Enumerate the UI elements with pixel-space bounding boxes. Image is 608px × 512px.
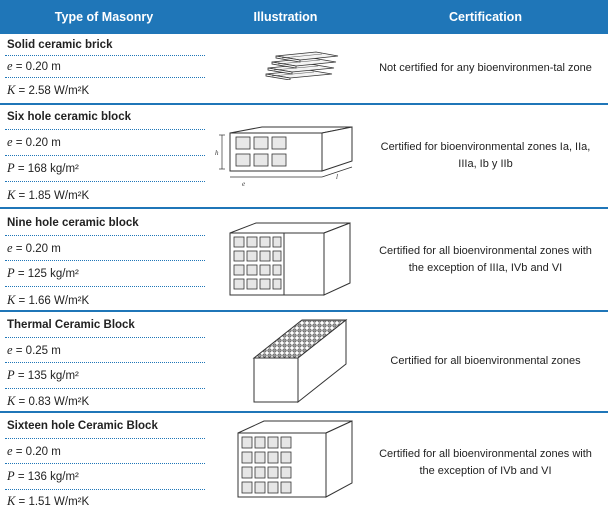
density-value: P = 135 kg/m² bbox=[7, 368, 79, 382]
dotted-divider bbox=[5, 77, 205, 78]
dotted-divider bbox=[5, 463, 205, 464]
thickness-value: e = 0.25 m bbox=[7, 343, 61, 357]
dotted-divider bbox=[5, 129, 205, 130]
masonry-name: Thermal Ceramic Block bbox=[7, 319, 135, 331]
dotted-divider bbox=[5, 388, 205, 389]
transmittance-value: K = 1.66 W/m²K bbox=[7, 293, 90, 307]
thickness-value: e = 0.20 m bbox=[7, 59, 61, 73]
thermal-block-icon bbox=[252, 318, 348, 404]
certification-text: Certified for all bioenvironmental zones… bbox=[379, 447, 592, 477]
table-row-nine-hole-block: Nine hole ceramic block e = 0.20 m P = 1… bbox=[0, 209, 608, 312]
dotted-divider bbox=[5, 489, 205, 490]
svg-text:h: h bbox=[215, 149, 219, 157]
dotted-divider bbox=[5, 286, 205, 287]
density-value: P = 136 kg/m² bbox=[7, 469, 79, 483]
nine-hole-block-icon bbox=[226, 221, 354, 299]
svg-text:e: e bbox=[242, 180, 245, 188]
table-row-six-hole-block: Six hole ceramic block e = 0.20 m P = 16… bbox=[0, 105, 608, 209]
dotted-divider bbox=[5, 337, 205, 338]
transmittance-value: K = 2.58 W/m²K bbox=[7, 83, 90, 97]
certification-text: Certified for bioenvironmental zones Ia,… bbox=[380, 141, 591, 170]
certification-text: Not certified for any bioenvironmen-tal … bbox=[379, 62, 592, 74]
thickness-value: e = 0.20 m bbox=[7, 135, 61, 149]
table-row-thermal-block: Thermal Ceramic Block e = 0.25 m P = 135… bbox=[0, 312, 608, 413]
table-row-sixteen-hole-block: Sixteen hole Ceramic Block e = 0.20 m P … bbox=[0, 413, 608, 512]
certification-text: Certified for all bioenvironmental zones… bbox=[379, 244, 592, 274]
svg-text:l: l bbox=[336, 173, 338, 181]
masonry-name: Sixteen hole Ceramic Block bbox=[7, 420, 158, 432]
table-header: Type of Masonry Illustration Certificati… bbox=[0, 0, 608, 34]
dotted-divider bbox=[5, 362, 205, 363]
solid-brick-stack-icon bbox=[262, 48, 342, 80]
thickness-value: e = 0.20 m bbox=[7, 444, 61, 458]
six-hole-block-icon: h e l bbox=[212, 125, 362, 189]
certification-text: Certified for all bioenvironmental zones bbox=[390, 355, 581, 367]
density-value: P = 125 kg/m² bbox=[7, 266, 79, 280]
masonry-name: Six hole ceramic block bbox=[7, 111, 132, 123]
sixteen-hole-block-icon bbox=[234, 419, 356, 501]
header-type-of-masonry: Type of Masonry bbox=[54, 10, 154, 24]
transmittance-value: K = 1.85 W/m²K bbox=[7, 188, 90, 202]
dotted-divider bbox=[5, 55, 205, 56]
table-row-solid-brick: Solid ceramic brick e = 0.20 m K = 2.58 … bbox=[0, 34, 608, 105]
header-certification: Certification bbox=[449, 10, 522, 24]
dotted-divider bbox=[5, 260, 205, 261]
masonry-name: Nine hole ceramic block bbox=[7, 217, 139, 229]
transmittance-value: K = 0.83 W/m²K bbox=[7, 394, 90, 408]
masonry-name: Solid ceramic brick bbox=[7, 39, 113, 51]
dotted-divider bbox=[5, 155, 205, 156]
dotted-divider bbox=[5, 438, 205, 439]
dotted-divider bbox=[5, 235, 205, 236]
density-value: P = 168 kg/m² bbox=[7, 161, 79, 175]
dotted-divider bbox=[5, 181, 205, 182]
header-illustration: Illustration bbox=[253, 10, 318, 24]
transmittance-value: K = 1.51 W/m²K bbox=[7, 494, 90, 508]
thickness-value: e = 0.20 m bbox=[7, 241, 61, 255]
